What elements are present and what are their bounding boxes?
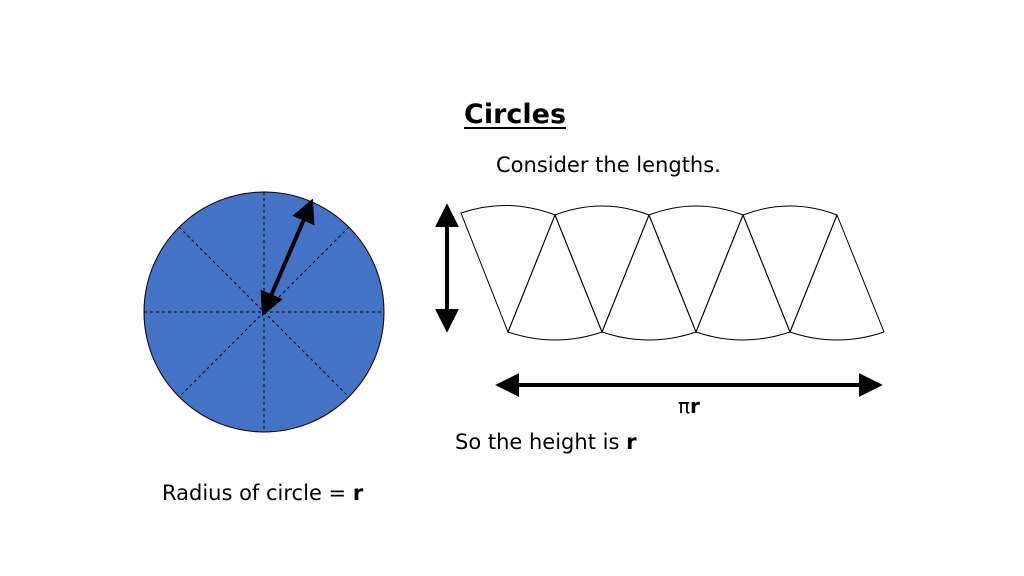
sector-up-2 xyxy=(554,205,650,334)
height-var: r xyxy=(626,430,637,454)
sector-up-1 xyxy=(460,205,556,334)
sector-down-1 xyxy=(507,213,603,341)
radius-statement: Radius of circle = r xyxy=(162,481,363,505)
pi-symbol: π xyxy=(678,394,691,418)
circle-figure xyxy=(143,191,385,433)
subtitle: Consider the lengths. xyxy=(496,153,721,177)
height-statement: So the height is r xyxy=(455,430,636,454)
page-title: Circles xyxy=(464,99,567,130)
height-prefix: So the height is xyxy=(455,430,627,454)
sector-down-2 xyxy=(601,213,697,341)
sector-down-3 xyxy=(695,213,791,341)
radius-arrow xyxy=(260,198,315,317)
radius-var: r xyxy=(352,481,364,505)
length-var: r xyxy=(690,394,700,418)
sector-up-3 xyxy=(648,205,744,334)
sector-up-4 xyxy=(742,205,838,334)
radius-prefix: Radius of circle = xyxy=(162,481,353,505)
rearranged-sectors xyxy=(460,205,885,341)
sector-down-4 xyxy=(789,213,885,341)
length-label: πr xyxy=(678,394,700,418)
